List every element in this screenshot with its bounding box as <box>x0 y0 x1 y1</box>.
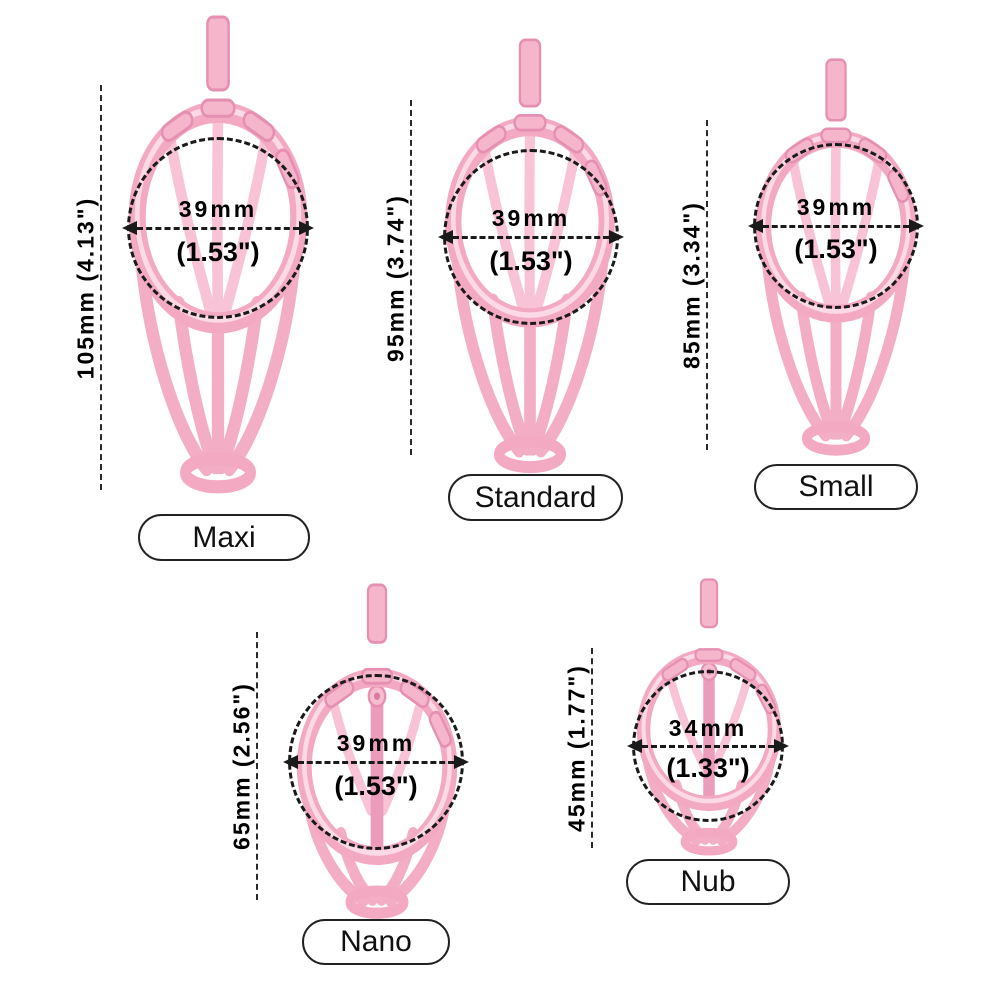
dashed-measure-line <box>763 224 909 228</box>
height-dimension-line: 45mm (1.77") <box>564 648 593 848</box>
product-nano: 65mm (2.56") 39mm (1.53") Nano <box>229 575 520 975</box>
height-dimension-line: 65mm (2.56") <box>229 632 258 900</box>
diameter-arrow-line <box>122 221 314 235</box>
diameter-inch-label: (1.33") <box>666 753 750 784</box>
product-maxi: 105mm (4.13") 39mm (1.53") Maxi <box>60 15 320 565</box>
diameter-circle: 34mm (1.33") <box>627 670 789 822</box>
diameter-arrow-line <box>748 219 924 233</box>
diameter-mm-label: 34mm <box>668 714 748 741</box>
dashed-measure-line <box>298 760 454 764</box>
right-arrowhead-icon <box>609 230 624 244</box>
height-dimension-line: 105mm (4.13") <box>73 85 102 490</box>
height-dimension-line: 95mm (3.74") <box>383 100 412 455</box>
diameter-mm-label: 39mm <box>796 194 876 221</box>
size-name-label-small: Small <box>754 464 918 510</box>
product-standard: 95mm (3.74") 39mm (1.53") Standard <box>380 30 650 530</box>
dashed-measure-line <box>642 744 774 748</box>
diameter-circle: 39mm (1.53") <box>748 143 924 309</box>
size-name-label-nub: Nub <box>626 859 790 905</box>
diameter-mm-label: 39mm <box>336 729 416 756</box>
left-arrowhead-icon <box>748 219 763 233</box>
left-arrowhead-icon <box>627 739 642 753</box>
diameter-inch-label: (1.53") <box>334 770 418 801</box>
right-arrowhead-icon <box>774 739 789 753</box>
diameter-mm-label: 39mm <box>491 204 571 231</box>
diameter-inch-label: (1.53") <box>489 245 573 276</box>
diameter-circle: 39mm (1.53") <box>283 674 469 850</box>
diameter-arrow-line <box>283 755 469 769</box>
height-dimension-line: 85mm (3.34") <box>679 120 708 450</box>
diameter-arrow-line <box>438 230 624 244</box>
product-small: 85mm (3.34") 39mm (1.53") Small <box>679 50 950 530</box>
size-name-label-maxi: Maxi <box>138 514 310 561</box>
diameter-circle: 39mm (1.53") <box>438 149 624 325</box>
diameter-circle: 39mm (1.53") <box>122 137 314 319</box>
left-arrowhead-icon <box>438 230 453 244</box>
size-name-label-nano: Nano <box>302 919 450 965</box>
dashed-measure-line <box>453 235 609 239</box>
height-dimension-label: 105mm (4.13") <box>72 196 99 379</box>
size-name-label-standard: Standard <box>448 474 623 521</box>
right-arrowhead-icon <box>299 221 314 235</box>
left-arrowhead-icon <box>283 755 298 769</box>
product-nub: 45mm (1.77") 34mm (1.33") Nub <box>560 570 860 930</box>
diameter-arrow-line <box>627 739 789 753</box>
diameter-mm-label: 39mm <box>178 195 258 222</box>
right-arrowhead-icon <box>454 755 469 769</box>
diameter-inch-label: (1.53") <box>176 236 260 267</box>
right-arrowhead-icon <box>909 219 924 233</box>
dashed-measure-line <box>137 226 299 230</box>
height-dimension-label: 45mm (1.77") <box>563 664 590 832</box>
left-arrowhead-icon <box>122 221 137 235</box>
height-dimension-label: 85mm (3.34") <box>678 201 705 369</box>
height-dimension-label: 95mm (3.74") <box>382 193 409 362</box>
diameter-inch-label: (1.53") <box>794 234 878 264</box>
height-dimension-label: 65mm (2.56") <box>228 682 255 850</box>
